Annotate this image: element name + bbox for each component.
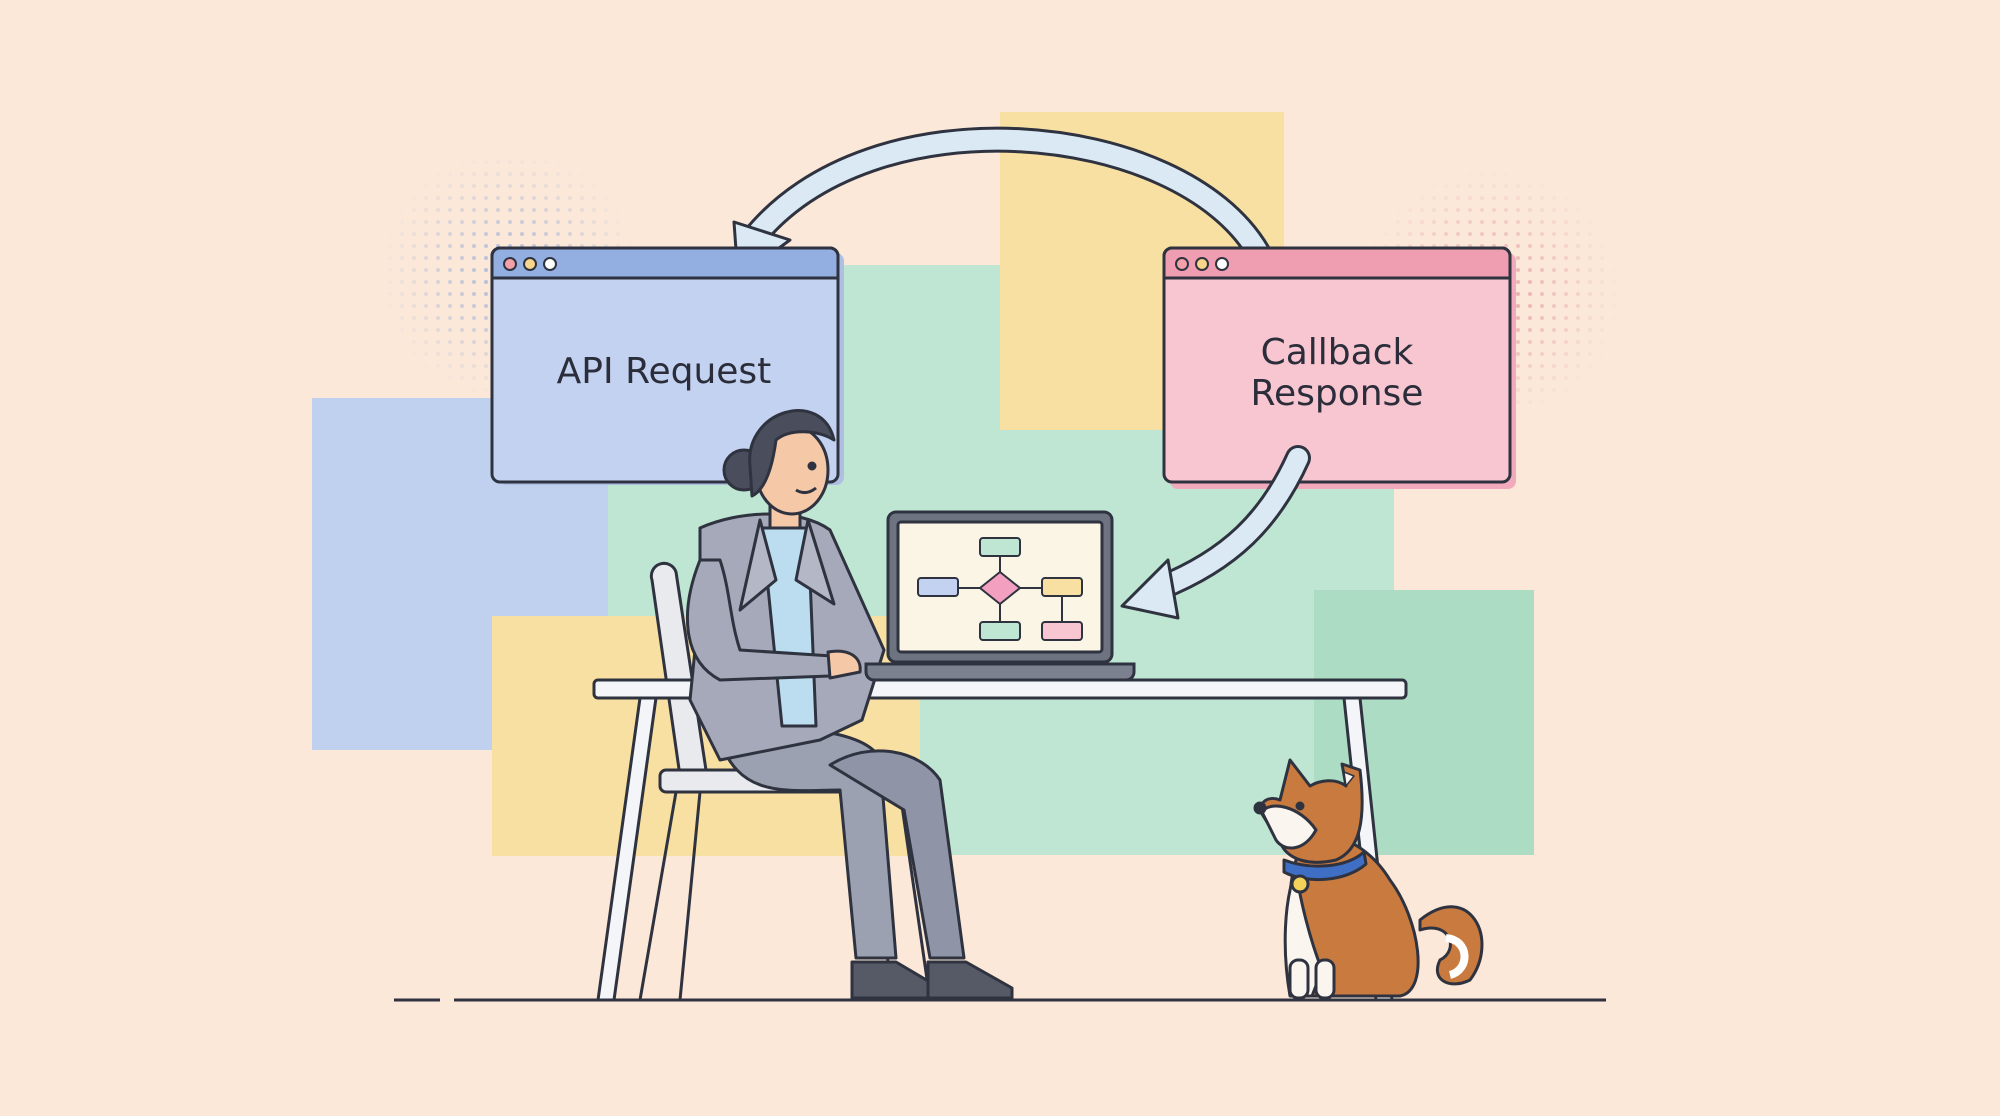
- window-minimize-dot: [1195, 257, 1209, 271]
- window-close-dot: [1175, 257, 1189, 271]
- api-request-window: API Request: [490, 246, 844, 485]
- curved-arrow-to-laptop-icon: [1120, 445, 1311, 620]
- person: [685, 409, 1014, 1000]
- bell-icon: [1290, 874, 1310, 894]
- callback-response-title-line2: Response: [1251, 373, 1424, 414]
- shiba-dog: [1253, 758, 1484, 1000]
- window-close-dot: [503, 257, 517, 271]
- window-minimize-dot: [523, 257, 537, 271]
- window-maximize-dot: [543, 257, 557, 271]
- window-maximize-dot: [1215, 257, 1229, 271]
- laptop: [864, 510, 1136, 682]
- callback-response-title-line1: Callback: [1261, 332, 1414, 373]
- flowchart-icon: [917, 537, 1083, 641]
- api-request-title: API Request: [557, 351, 772, 392]
- callback-response-window: Callback Response: [1162, 246, 1516, 489]
